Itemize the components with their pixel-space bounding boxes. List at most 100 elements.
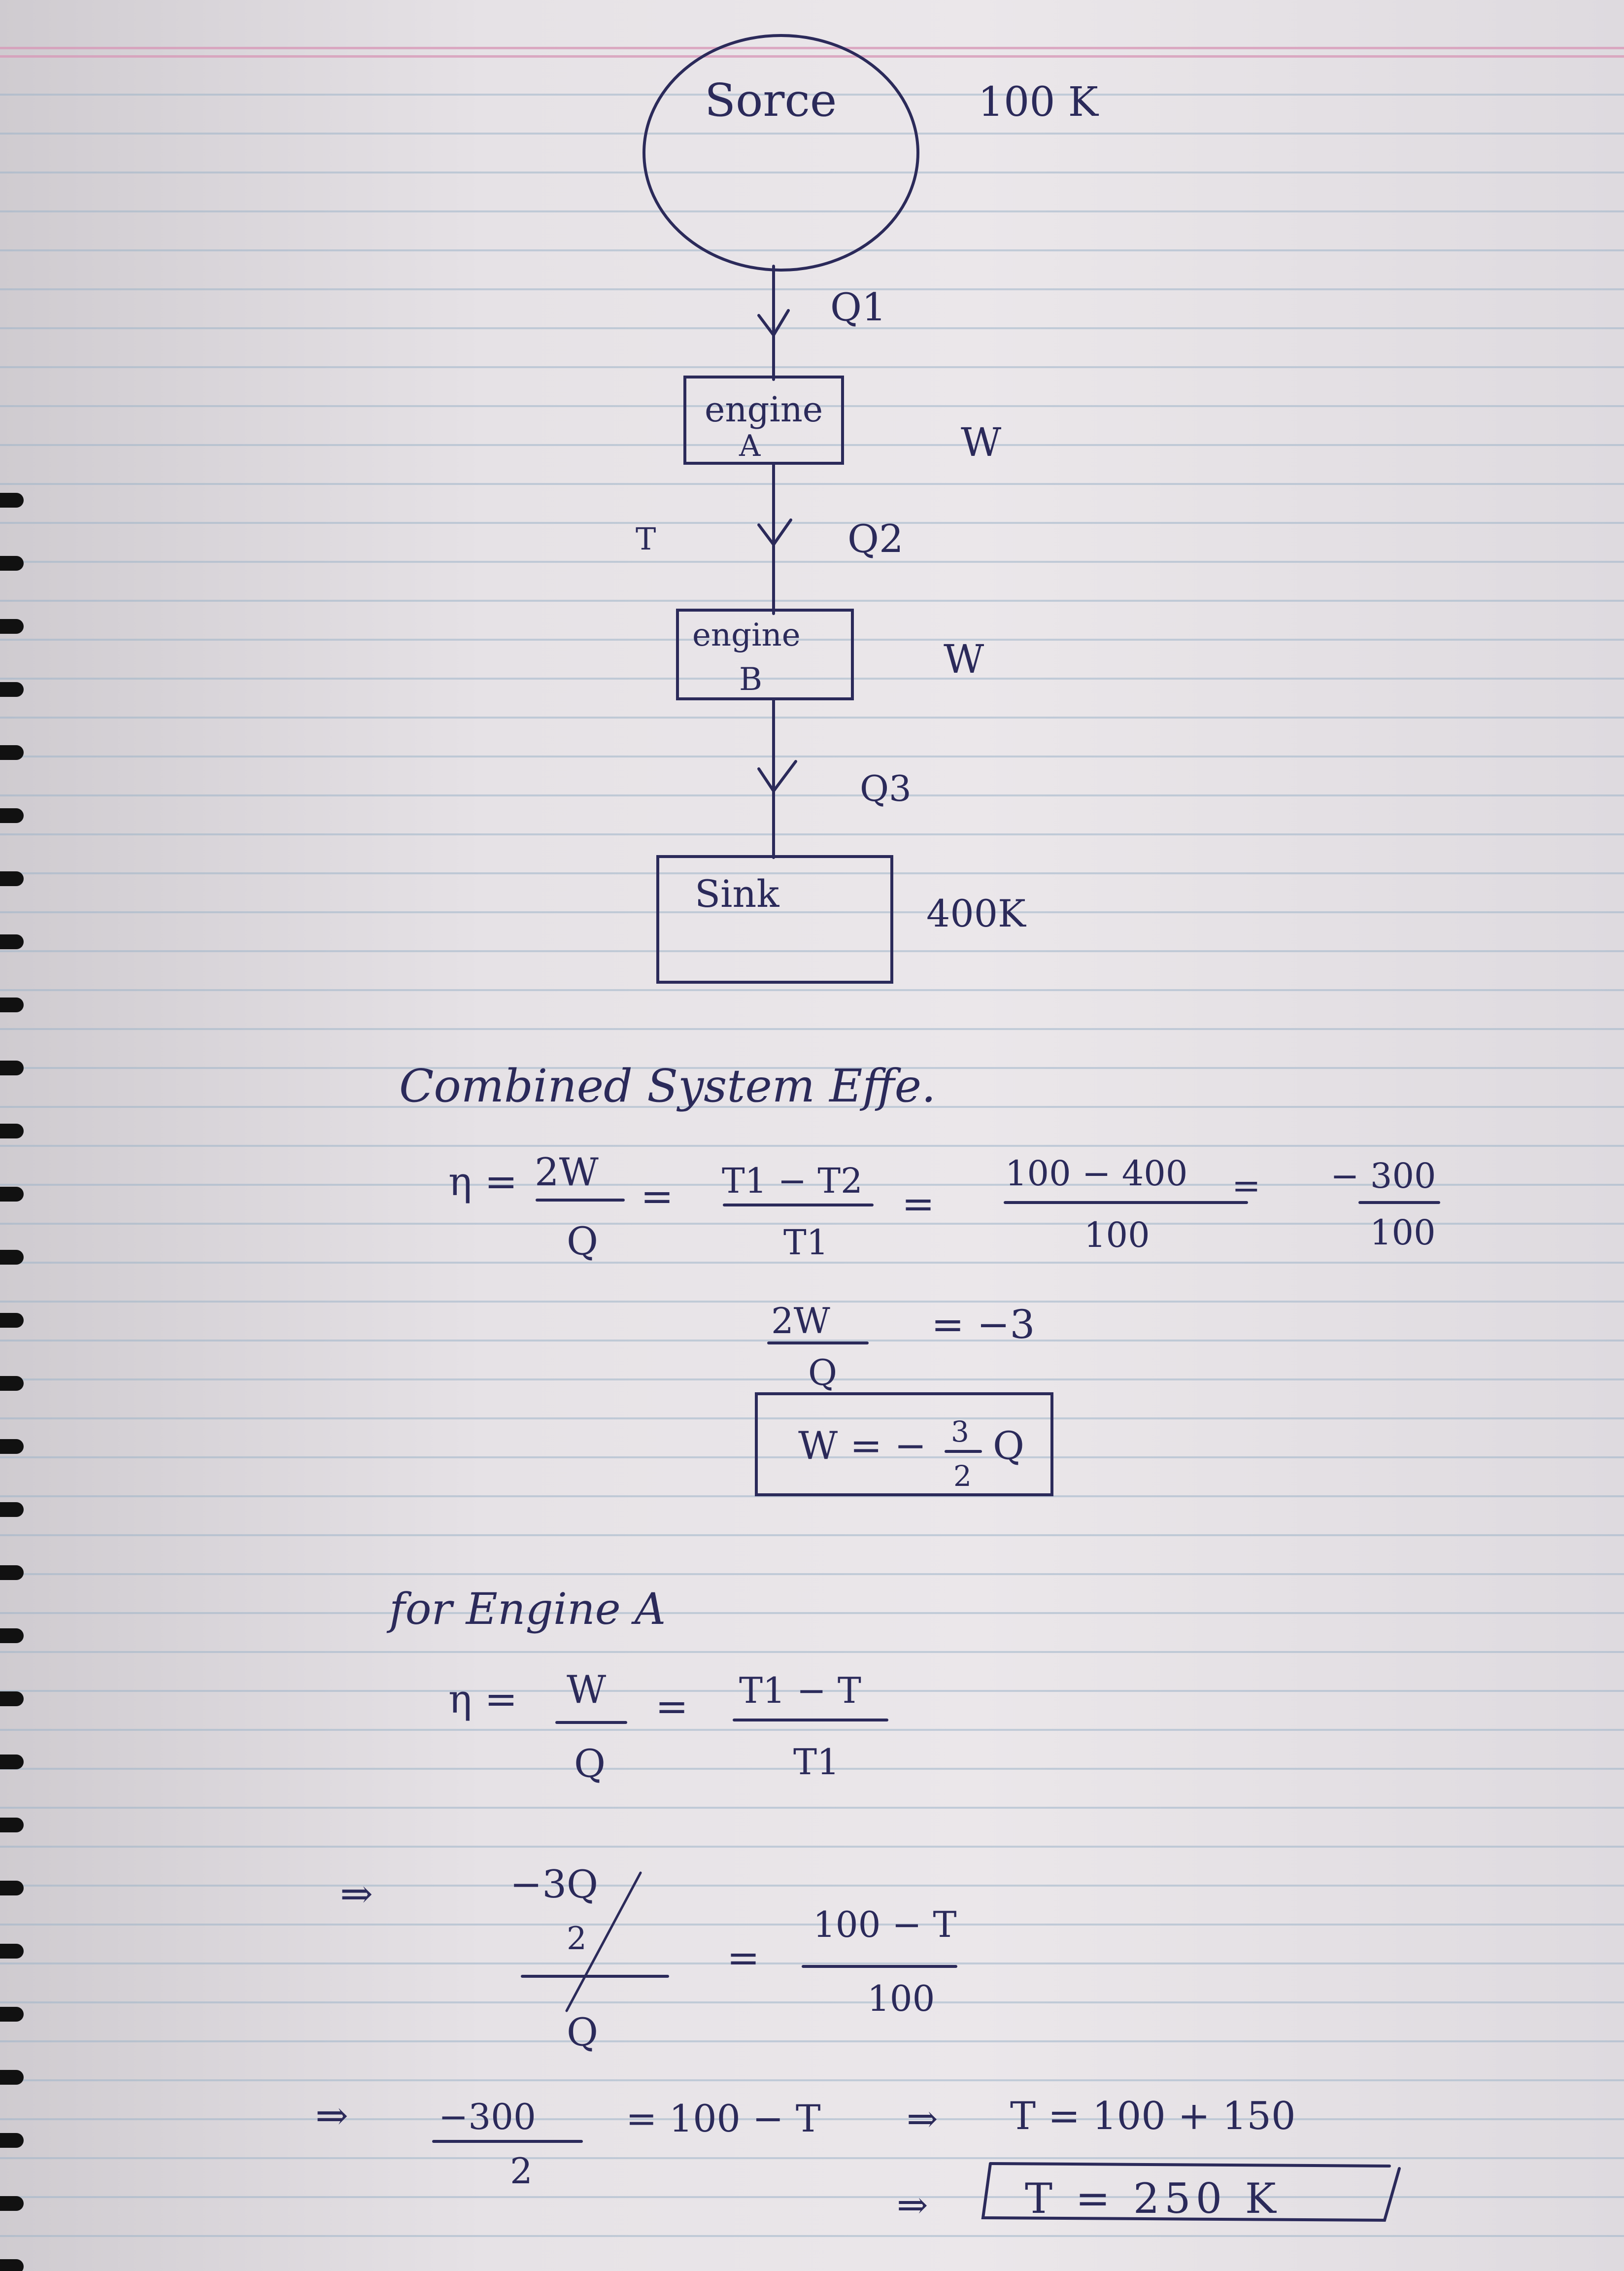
ruled-line <box>0 366 1624 368</box>
ruled-line <box>0 1690 1624 1692</box>
work-a-label: W <box>961 419 1001 465</box>
engine-a-box <box>683 376 844 465</box>
implies-arrow: ⇒ <box>340 1871 373 1917</box>
binder-ring <box>0 2196 24 2211</box>
binder-ring <box>0 2007 24 2022</box>
eq2-num: 2W <box>771 1300 830 1342</box>
source-label: Sorce <box>705 74 837 127</box>
eq4-num-den: 2 <box>567 1921 587 1957</box>
eq2-rhs: = −3 <box>931 1302 1035 1347</box>
eq5-result: T = 100 + 150 <box>1010 2094 1296 2138</box>
source-temperature: 100 K <box>978 79 1099 126</box>
ruled-line <box>0 405 1624 407</box>
eta-symbol: η = <box>448 1676 517 1722</box>
ruled-line <box>0 639 1624 641</box>
ruled-line <box>0 717 1624 719</box>
binder-ring <box>0 1818 24 1832</box>
eq2-den: Q <box>808 1352 837 1393</box>
equals-sign: = <box>1232 1166 1261 1206</box>
binder-ring <box>0 2259 24 2271</box>
implies-arrow: ⇒ <box>897 2183 928 2227</box>
ruled-line <box>0 1301 1624 1303</box>
ruled-line <box>0 1768 1624 1770</box>
final-answer-box <box>981 2162 1401 2222</box>
heat-q1-label: Q1 <box>830 285 886 330</box>
binder-ring <box>0 871 24 886</box>
boxed-w-q: Q <box>993 1424 1024 1468</box>
ruled-line <box>0 1573 1624 1575</box>
ruled-line <box>0 678 1624 680</box>
engine-b-letter: B <box>739 661 762 698</box>
margin-line <box>0 47 1624 49</box>
ruled-line <box>0 288 1624 290</box>
ruled-line <box>0 1223 1624 1225</box>
ruled-line <box>0 483 1624 485</box>
ruled-line <box>0 522 1624 524</box>
engine-b-label: engine <box>692 617 801 654</box>
arrow-q2 <box>757 518 792 548</box>
ruled-line <box>0 1651 1624 1653</box>
boxed-w-den: 2 <box>953 1459 972 1493</box>
eq1-frac3-den: 100 <box>1084 1215 1150 1255</box>
ruled-line <box>0 794 1624 796</box>
ruled-line <box>0 1145 1624 1147</box>
eq5-den: 2 <box>510 2150 533 2192</box>
binder-ring <box>0 1565 24 1580</box>
combined-heading: Combined System Effe. <box>399 1060 936 1112</box>
equals-sign: = <box>902 1181 935 1227</box>
eq3-frac-num: W <box>567 1668 606 1712</box>
ruled-line <box>0 989 1624 991</box>
eq4-den: Q <box>567 2010 598 2055</box>
eq1-frac2-den: T1 <box>783 1222 828 1263</box>
work-b-label: W <box>944 636 984 682</box>
ruled-line <box>0 172 1624 173</box>
ruled-line <box>0 833 1624 835</box>
binder-ring <box>0 1250 24 1265</box>
eq1-frac1-den: Q <box>567 1219 598 1264</box>
ruled-line <box>0 1612 1624 1614</box>
ruled-line <box>0 1807 1624 1809</box>
ruled-line <box>0 2235 1624 2237</box>
binder-ring <box>0 556 24 571</box>
implies-arrow: ⇒ <box>315 2093 348 2138</box>
binder-ring <box>0 493 24 508</box>
final-answer: T = 250 K <box>1025 2174 1281 2223</box>
eq3-frac2-num: T1 − T <box>739 1670 861 1711</box>
binder-ring <box>0 745 24 760</box>
binder-ring <box>0 2070 24 2085</box>
eta-symbol: η = <box>448 1159 517 1204</box>
source-circle <box>643 34 919 272</box>
arrow-q1 <box>757 309 790 338</box>
eq3-frac-den: Q <box>574 1742 606 1786</box>
ruled-line <box>0 1184 1624 1186</box>
ruled-line <box>0 1378 1624 1380</box>
equals-sign: = <box>641 1173 674 1219</box>
ruled-line <box>0 2001 1624 2003</box>
margin-line <box>0 55 1624 58</box>
engine-b-box <box>676 609 854 700</box>
ruled-line <box>0 1924 1624 1926</box>
heat-q3-label: Q3 <box>860 768 912 809</box>
eq4-rhs-num: 100 − T <box>813 1904 957 1945</box>
engine-a-heading: for Engine A <box>386 1583 666 1634</box>
ruled-line <box>0 133 1624 135</box>
equals-sign: = <box>655 1684 688 1729</box>
eq5-rest: = 100 − T <box>626 2097 821 2140</box>
ruled-line <box>0 2079 1624 2081</box>
eq4-num: −3Q <box>510 1862 598 1907</box>
ruled-line <box>0 1456 1624 1458</box>
ruled-line <box>0 210 1624 212</box>
implies-arrow: ⇒ <box>907 2097 938 2140</box>
ruled-line <box>0 756 1624 757</box>
ruled-line <box>0 2157 1624 2159</box>
equals-sign: = <box>727 1935 760 1981</box>
engine-a-label: engine <box>705 389 823 430</box>
binder-ring <box>0 1691 24 1706</box>
ruled-line <box>0 444 1624 446</box>
ruled-line <box>0 1846 1624 1848</box>
boxed-result-w <box>755 1392 1053 1496</box>
binder-ring <box>0 682 24 697</box>
binder-ring <box>0 1628 24 1643</box>
